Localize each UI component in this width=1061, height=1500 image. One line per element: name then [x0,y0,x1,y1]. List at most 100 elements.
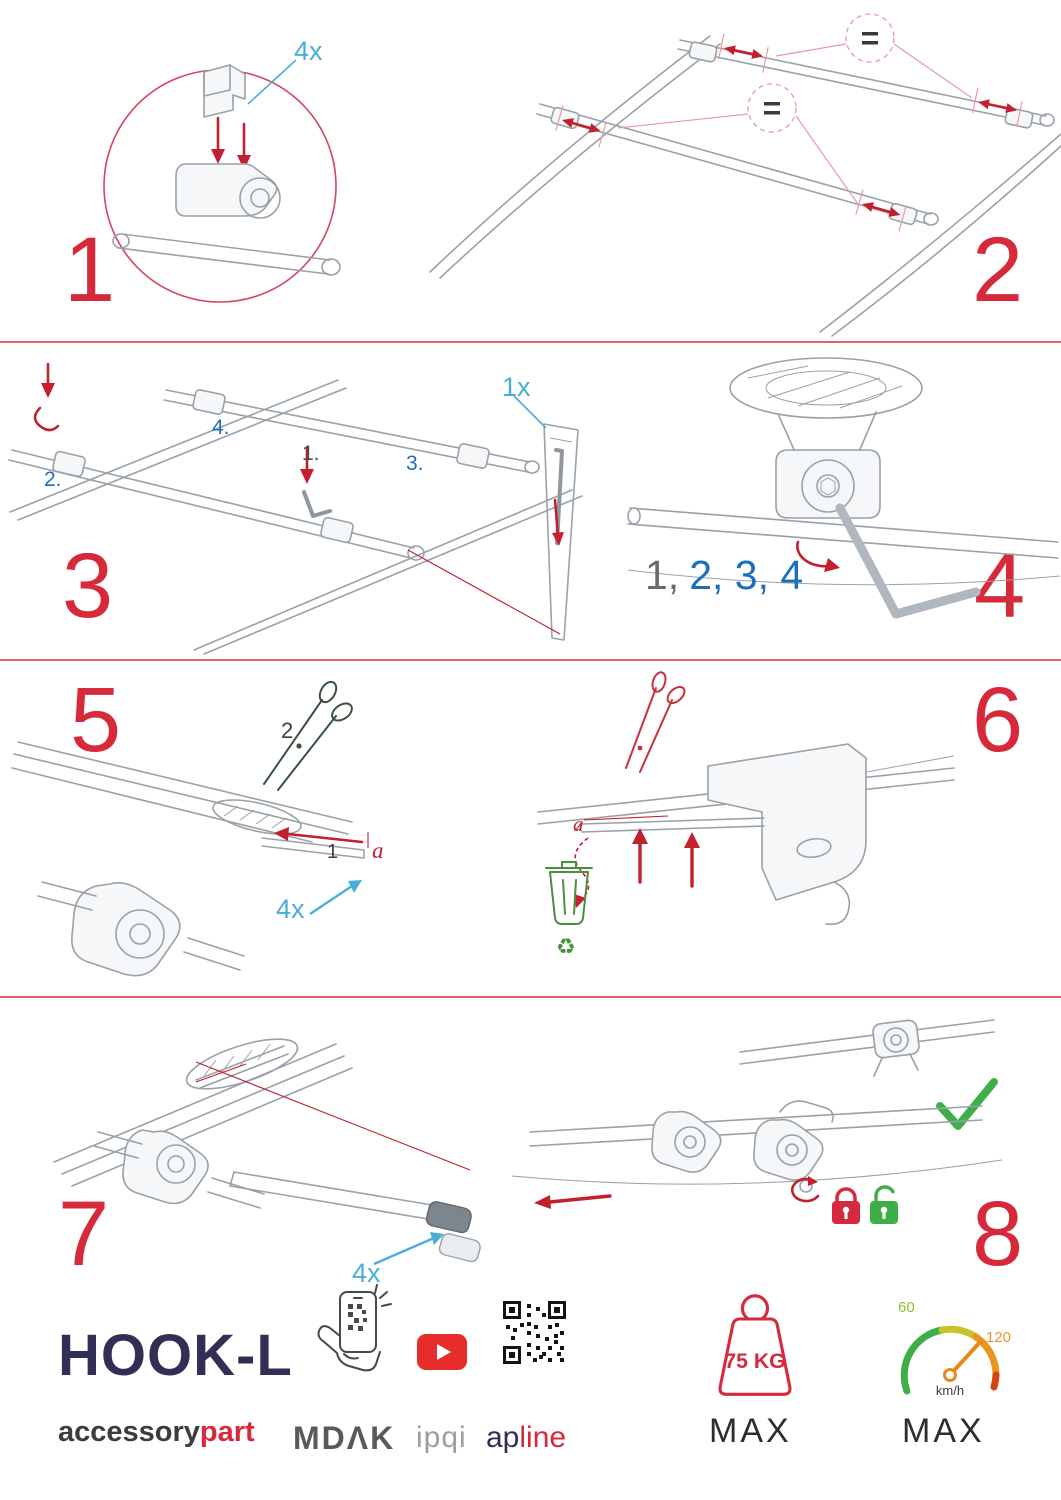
step-3-number: 3 [62,535,113,637]
brand-wordmark: accessorypart [58,1416,255,1449]
step-3-order-3: 3. [406,452,424,475]
step-6-number: 6 [972,669,1023,771]
roof-rail [53,1043,353,1187]
recycle-icon: ♻ [556,934,576,959]
step-1-illustration [103,59,341,303]
brand-part-2: part [199,1416,255,1448]
step-8-illustration [511,1019,1003,1224]
equal-badge-front: = [617,83,859,205]
speed-max-value-label: 120 [986,1329,1011,1346]
sequence-blue: 2, 3, 4 [689,552,804,598]
step-7-number: 7 [58,1183,109,1285]
step-3-order-1: 1. [302,442,320,465]
step-6-dim-label: a [573,812,584,836]
step-3-order-2: 2. [44,468,62,491]
scissors-icon [625,671,686,773]
red-leader-line [407,549,561,635]
youtube-icon [417,1334,467,1370]
rail-opening [729,357,923,455]
phone-qr-icon [317,1284,392,1372]
hex-key-drop [300,446,332,518]
pull-arrow [274,827,369,848]
speed-unit-label: km/h [936,1383,964,1398]
section-divider-2 [0,659,1061,661]
qty-arrow [373,1232,444,1266]
step-3-order-4: 4. [212,416,230,439]
front-crossbar [536,103,939,226]
step-5-pull-label: 1 [327,841,339,863]
logo-apline-part-1: ap [486,1421,520,1454]
rail-opening [185,1038,299,1090]
push-arrows [632,828,700,888]
clamp-foot [37,881,245,977]
clamp-right [753,1100,834,1181]
step-6-illustration: ♻ [537,671,955,959]
step-3-illustration [8,362,583,655]
roof-rails [9,379,583,655]
step-5-number: 5 [70,669,121,771]
clamp-left [651,1110,722,1173]
red-leader-line [195,1061,471,1171]
padlock-unlocked-icon [870,1185,898,1224]
section-divider-1 [0,341,1061,343]
place-arrow [33,362,60,432]
step-4-illustration [627,357,1061,619]
qty-leader-line [247,59,297,105]
step-7-illustration [53,1038,481,1266]
mini-mounted-view [739,1019,995,1077]
insert-arrows [211,116,251,170]
gauge-needle [948,1339,983,1377]
strap [261,837,365,859]
crossbar-top [163,389,540,474]
sequence-gray: 1, [645,552,680,598]
roof-rails [429,35,1061,337]
step-4-sequence: 1,2, 3, 4 [645,552,803,599]
step-7-qty-label: 4x [352,1258,381,1288]
weight-value: 75 KG [724,1349,785,1373]
funnel-tool [543,423,579,641]
step-3-qty-label: 1x [502,372,531,402]
flat-bar [229,1171,439,1221]
end-cap [425,1201,481,1263]
speed-max-label: MAX [902,1412,985,1450]
step-1-qty-label: 4x [294,36,323,66]
qty-arrow [309,880,362,915]
equal-badge-top: = [775,13,973,99]
qty-leader-line [513,395,547,429]
padlock-locked-icon [832,1187,860,1224]
crossbar-bottom [8,449,425,561]
logo-mdak: MDΛK [293,1420,396,1456]
qr-modules [506,1304,564,1362]
svg-text:=: = [763,90,782,126]
qr-finder-patterns [503,1301,566,1364]
lock-rotation-arrow [790,1176,820,1203]
logo-ipqi: ipqi [416,1421,467,1454]
step-8-number: 8 [972,1183,1023,1285]
strap [575,815,765,833]
step-5-illustration [11,680,369,977]
crossbar-section [112,233,341,276]
svg-text:=: = [861,20,880,56]
qr-code [503,1301,566,1364]
step-1-number: 1 [64,219,115,321]
speedometer-icon: 60 120 km/h [898,1299,1011,1398]
logo-apline: apline [486,1421,566,1455]
step-5-qty-label: 4x [276,894,305,924]
trash-bin-icon: ♻ [545,861,593,959]
section-divider-3 [0,996,1061,998]
step-5-dim-label: a [372,838,384,863]
clamp-foot [93,1129,265,1209]
phone-screen-qr [348,1304,367,1331]
brand-part-1: accessory [58,1416,200,1448]
clamp-bracket-icon [203,64,246,118]
step-2-illustration: = = [429,13,1061,337]
slide-arrow [534,1194,612,1209]
clamp-body [775,449,881,519]
weight-max-label: MAX [709,1412,792,1450]
product-name: HOOK-L [58,1323,293,1388]
step-2-number: 2 [972,219,1023,321]
step-5-cut-label: 2 [281,718,294,743]
scissors-icon [263,680,353,791]
bracket-piece [707,743,867,926]
